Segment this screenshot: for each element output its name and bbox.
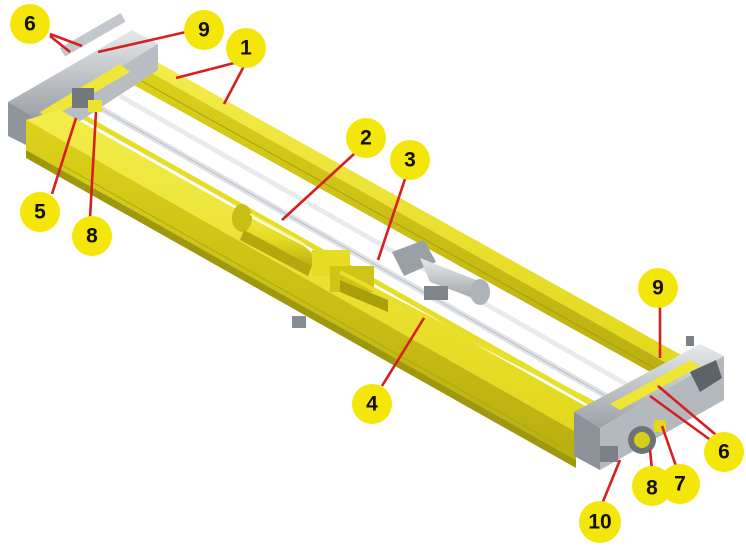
callout-2: 2 xyxy=(346,118,386,158)
callout-9-right: 9 xyxy=(638,268,678,308)
callout-6-top: 6 xyxy=(10,4,50,44)
callout-3: 3 xyxy=(390,140,430,180)
callout-label: 9 xyxy=(652,277,664,300)
drive-shaft xyxy=(339,270,601,408)
arrows xyxy=(49,30,723,505)
back-girder xyxy=(132,58,690,384)
callout-6-right: 6 xyxy=(704,432,744,472)
hoist-motor xyxy=(232,204,313,276)
callout-label: 3 xyxy=(404,149,416,172)
callout-label: 6 xyxy=(24,13,36,36)
callout-label: 8 xyxy=(86,225,98,248)
callout-10: 10 xyxy=(579,501,621,543)
callout-label: 4 xyxy=(366,393,378,416)
callout-8-left: 8 xyxy=(72,216,112,256)
trolley-motor xyxy=(392,240,490,305)
callout-label: 7 xyxy=(674,473,686,496)
callout-5: 5 xyxy=(20,192,60,232)
callout-label: 10 xyxy=(588,511,611,534)
callout-8-right: 8 xyxy=(632,466,672,506)
callout-label: 5 xyxy=(34,201,46,224)
callout-label: 2 xyxy=(360,127,372,150)
callout-4: 4 xyxy=(352,384,392,424)
callout-label: 9 xyxy=(198,19,210,42)
callout-label: 8 xyxy=(646,477,658,500)
right-end-carriage xyxy=(574,336,724,470)
callout-1: 1 xyxy=(226,28,266,68)
callout-9-top: 9 xyxy=(184,10,224,50)
mid-bracket xyxy=(292,316,306,328)
callout-label: 6 xyxy=(718,441,730,464)
callout-label: 1 xyxy=(240,37,252,60)
